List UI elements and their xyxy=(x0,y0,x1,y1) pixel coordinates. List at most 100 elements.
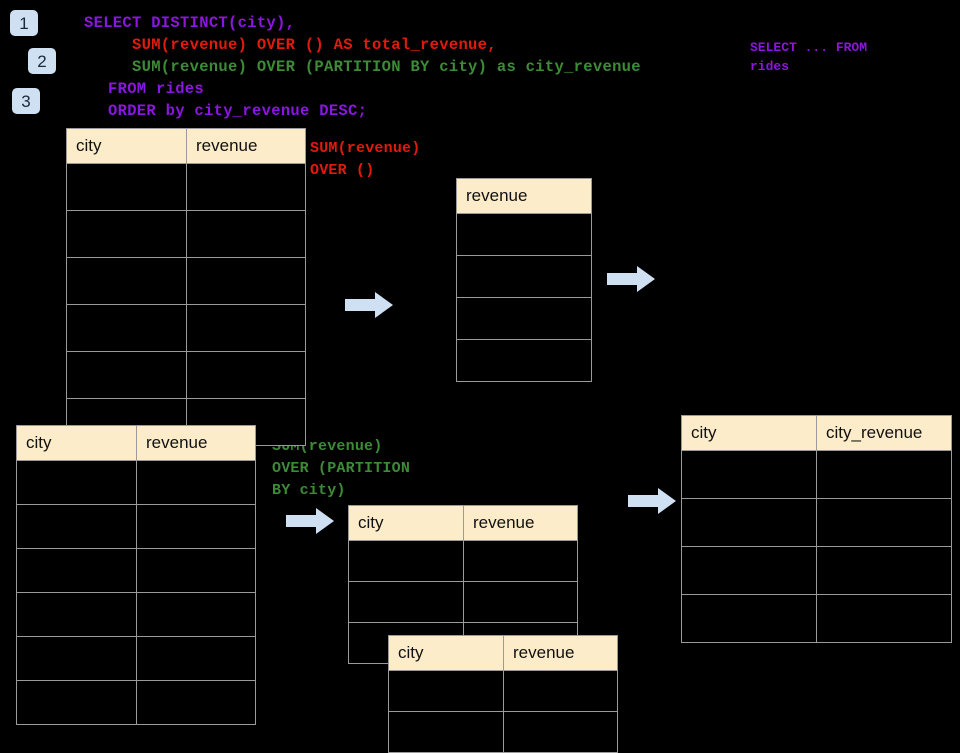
table-row xyxy=(16,680,256,725)
arrow-top-left-icon xyxy=(345,292,393,318)
sum-over-empty-label-line-1: SUM(revenue) xyxy=(310,140,421,157)
table-row xyxy=(66,210,306,258)
table-cell-revenue xyxy=(456,297,592,340)
table-cell-city_revenue xyxy=(816,450,952,499)
table-cell-city xyxy=(348,581,464,623)
table-cell-city xyxy=(388,670,504,712)
table-row xyxy=(681,450,952,499)
arrow-top-right-icon xyxy=(607,266,655,292)
table-cell-revenue xyxy=(503,670,618,712)
table-row xyxy=(681,546,952,595)
select-from-rides-label: SELECT ... FROM rides xyxy=(750,38,867,76)
table-row xyxy=(16,592,256,637)
table-cell-revenue xyxy=(186,257,306,305)
table-row xyxy=(348,540,578,582)
table-row xyxy=(66,351,306,399)
sql-line-3: SUM(revenue) OVER (PARTITION BY city) as… xyxy=(132,58,641,76)
column-header-city: city xyxy=(681,415,817,451)
table-cell-revenue xyxy=(503,711,618,753)
table-row xyxy=(456,213,592,256)
table-cell-city xyxy=(66,304,187,352)
column-header-revenue: revenue xyxy=(186,128,306,164)
table-cell-revenue xyxy=(136,592,256,637)
sql-line-2: SUM(revenue) OVER () AS total_revenue, xyxy=(132,36,497,54)
table-header-row: revenue xyxy=(456,178,592,214)
table-cell-revenue xyxy=(186,304,306,352)
step-badge-3[interactable]: 3 xyxy=(12,88,40,114)
table-cell-city xyxy=(16,592,137,637)
table-cell-city xyxy=(348,540,464,582)
step-badge-2[interactable]: 2 xyxy=(28,48,56,74)
column-header-city: city xyxy=(16,425,137,461)
sum-over-partition-label-line-3: BY city) xyxy=(272,482,346,499)
table-cell-revenue xyxy=(186,351,306,399)
sum-over-partition-label-line-2: OVER (PARTITION xyxy=(272,460,411,477)
table-cell-revenue xyxy=(463,540,578,582)
table-cell-city xyxy=(16,460,137,505)
table-cell-revenue xyxy=(136,548,256,593)
table-row xyxy=(681,594,952,643)
table-cell-revenue xyxy=(456,339,592,382)
table-row xyxy=(456,297,592,340)
table-cell-revenue xyxy=(186,210,306,258)
table-cell-city xyxy=(16,636,137,681)
table-row xyxy=(66,304,306,352)
column-header-city: city xyxy=(388,635,504,671)
sql-line-5: ORDER by city_revenue DESC; xyxy=(108,102,368,120)
table-cell-revenue xyxy=(463,581,578,623)
table-cell-city xyxy=(681,594,817,643)
total-revenue-table: revenue xyxy=(456,178,592,382)
table-cell-city xyxy=(66,351,187,399)
table-row xyxy=(16,636,256,681)
select-from-rides-label-line-1: SELECT ... FROM xyxy=(750,40,868,55)
sum-over-empty-label-line-2: OVER () xyxy=(310,162,375,179)
column-header-city_revenue: city_revenue xyxy=(816,415,952,451)
table-cell-city xyxy=(66,257,187,305)
column-header-revenue: revenue xyxy=(136,425,256,461)
column-header-revenue: revenue xyxy=(456,178,592,214)
sql-query-block: SELECT DISTINCT(city), SUM(revenue) OVER … xyxy=(84,12,641,122)
sql-line-4: FROM rides xyxy=(108,80,205,98)
select-from-rides-label-line-2: rides xyxy=(750,59,790,74)
arrow-bottom-right-icon xyxy=(628,488,676,514)
column-header-city: city xyxy=(348,505,464,541)
step-badge-1[interactable]: 1 xyxy=(10,10,38,36)
arrow-bottom-left-icon xyxy=(286,508,334,534)
table-row xyxy=(456,255,592,298)
table-cell-city xyxy=(681,450,817,499)
column-header-revenue: revenue xyxy=(463,505,578,541)
table-cell-city xyxy=(681,498,817,547)
sql-line-1: SELECT DISTINCT(city), xyxy=(84,14,296,32)
table-cell-revenue xyxy=(136,460,256,505)
table-cell-city_revenue xyxy=(816,546,952,595)
table-cell-revenue xyxy=(136,504,256,549)
table-cell-revenue xyxy=(456,255,592,298)
table-cell-revenue xyxy=(136,680,256,725)
diagram-canvas: 1 2 3 SELECT DISTINCT(city), SUM(revenue) OV… xyxy=(10,10,952,753)
table-cell-revenue xyxy=(186,163,306,211)
table-row xyxy=(348,581,578,623)
table-cell-revenue xyxy=(456,213,592,256)
table-cell-city xyxy=(66,163,187,211)
table-row xyxy=(456,339,592,382)
table-row xyxy=(681,498,952,547)
table-row xyxy=(16,460,256,505)
table-cell-city xyxy=(388,711,504,753)
table-row xyxy=(388,670,618,712)
table-row xyxy=(16,504,256,549)
sum-over-empty-label: SUM(revenue) OVER () xyxy=(310,138,420,182)
table-cell-revenue xyxy=(136,636,256,681)
table-cell-city xyxy=(16,548,137,593)
table-cell-city_revenue xyxy=(816,594,952,643)
column-header-city: city xyxy=(66,128,187,164)
column-header-revenue: revenue xyxy=(503,635,618,671)
table-row xyxy=(66,257,306,305)
table-cell-city xyxy=(66,210,187,258)
